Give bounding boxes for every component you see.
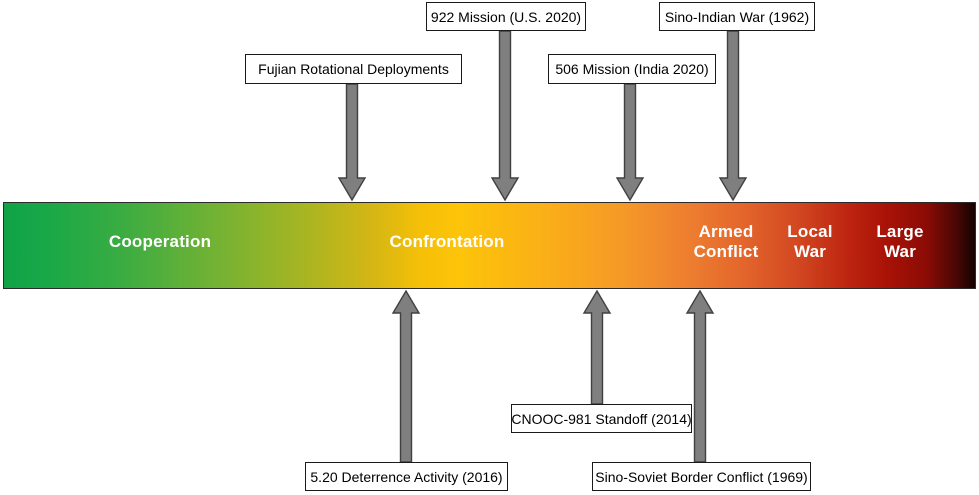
up-arrow-sino-soviet-border-conflict-1969 <box>685 289 715 463</box>
callout-520-deterrence-activity-2016[interactable]: 5.20 Deterrence Activity (2016) <box>305 462 508 491</box>
down-arrow-sino-indian-war-1962 <box>718 30 748 202</box>
spectrum-bar <box>3 202 976 289</box>
callout-506-mission-india-2020[interactable]: 506 Mission (India 2020) <box>548 54 716 84</box>
down-arrow-fujian-rotational-deployments <box>337 83 367 202</box>
callout-cnooc-981-standoff-2014[interactable]: CNOOC-981 Standoff (2014) <box>511 404 692 433</box>
up-arrow-cnooc-981-standoff-2014 <box>582 289 612 405</box>
callout-sino-soviet-border-conflict-1969[interactable]: Sino-Soviet Border Conflict (1969) <box>592 462 811 491</box>
up-arrow-520-deterrence-activity-2016 <box>391 289 421 463</box>
callout-fujian-rotational-deployments[interactable]: Fujian Rotational Deployments <box>245 54 462 84</box>
down-arrow-506-mission-india-2020 <box>615 83 645 202</box>
callout-922-mission-us-2020[interactable]: 922 Mission (U.S. 2020) <box>426 2 586 31</box>
down-arrow-922-mission-us-2020 <box>490 30 520 202</box>
callout-sino-indian-war-1962[interactable]: Sino-Indian War (1962) <box>659 2 815 31</box>
